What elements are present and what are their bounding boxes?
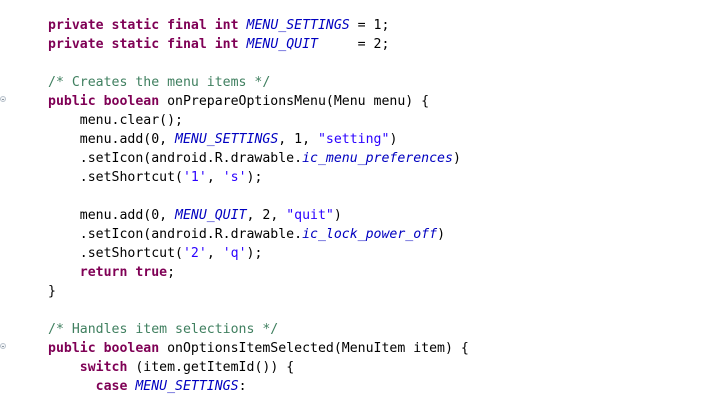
code-token: = 1; (349, 18, 390, 33)
code-line[interactable]: menu.add(0, MENU_QUIT, 2, "quit") (48, 206, 469, 225)
code-line[interactable] (48, 187, 469, 206)
code-token: /* Handles item selections */ (48, 322, 279, 337)
code-token: "quit" (286, 208, 334, 223)
code-line[interactable]: .setShortcut('1', 's'); (48, 168, 469, 187)
code-token: MENU_SETTINGS (135, 379, 239, 394)
code-token: menu.clear(); (48, 113, 183, 128)
code-token: ; (167, 265, 176, 280)
code-token: } (48, 284, 56, 299)
code-line[interactable] (48, 301, 469, 320)
code-line[interactable]: public boolean onOptionsItemSelected(Men… (48, 339, 469, 358)
code-token: public boolean (48, 341, 168, 356)
code-line[interactable]: private static final int MENU_QUIT = 2; (48, 35, 469, 54)
code-token (48, 265, 80, 280)
code-line[interactable] (48, 54, 469, 73)
code-token: 's' (222, 170, 247, 185)
code-area[interactable]: private static final int MENU_SETTINGS =… (48, 16, 469, 396)
code-token: /* Creates the menu items */ (48, 75, 271, 90)
code-token: MENU_QUIT (175, 208, 247, 223)
code-token: , (206, 170, 223, 185)
code-token: ) (389, 132, 398, 147)
code-token: ); (246, 246, 263, 261)
code-token: , (206, 246, 223, 261)
code-token: , 2, (246, 208, 287, 223)
code-token: ) (437, 227, 446, 242)
code-line[interactable]: .setShortcut('2', 'q'); (48, 244, 469, 263)
code-token: return true (79, 265, 168, 280)
code-token: MENU_SETTINGS (175, 132, 279, 147)
code-token: switch (79, 360, 128, 375)
editor-gutter (0, 0, 10, 405)
code-token: .setIcon(android.R.drawable. (48, 151, 303, 166)
code-token: menu.add(0, (48, 208, 176, 223)
code-token: MENU_SETTINGS (246, 18, 350, 33)
code-line[interactable]: menu.add(0, MENU_SETTINGS, 1, "setting") (48, 130, 469, 149)
code-token (48, 360, 80, 375)
code-token: .setShortcut( (48, 246, 183, 261)
code-token (48, 379, 96, 394)
code-line[interactable]: private static final int MENU_SETTINGS =… (48, 16, 469, 35)
code-token: private static final int (48, 18, 247, 33)
code-token: , 1, (278, 132, 318, 147)
code-token: onOptionsItemSelected(MenuItem item) { (167, 341, 469, 356)
code-line[interactable]: } (48, 282, 469, 301)
code-token: ) (452, 151, 461, 166)
code-line[interactable]: return true; (48, 263, 469, 282)
code-token: '1' (182, 170, 207, 185)
code-token: (item.getItemId()) { (127, 360, 295, 375)
code-token: onPrepareOptionsMenu(Menu menu) { (167, 94, 430, 109)
code-line[interactable]: public boolean onPrepareOptionsMenu(Menu… (48, 92, 469, 111)
code-token: = 2; (317, 37, 390, 52)
code-line[interactable]: /* Creates the menu items */ (48, 73, 469, 92)
code-token: .setIcon(android.R.drawable. (48, 227, 303, 242)
fold-toggle-icon[interactable] (0, 343, 6, 349)
code-line[interactable]: .setIcon(android.R.drawable.ic_menu_pref… (48, 149, 469, 168)
code-token: ) (333, 208, 342, 223)
code-token: "setting" (317, 132, 390, 147)
code-token: menu.add(0, (48, 132, 176, 147)
code-line[interactable]: .setIcon(android.R.drawable.ic_lock_powe… (48, 225, 469, 244)
code-token: public boolean (48, 94, 168, 109)
code-token: : (238, 379, 247, 394)
code-line[interactable]: case MENU_SETTINGS: (48, 377, 469, 396)
code-token: ic_lock_power_off (302, 227, 438, 242)
code-token: MENU_QUIT (246, 37, 318, 52)
code-token: .setShortcut( (48, 170, 183, 185)
code-token: ); (246, 170, 263, 185)
code-token: 'q' (222, 246, 247, 261)
code-line[interactable]: switch (item.getItemId()) { (48, 358, 469, 377)
code-token: '2' (182, 246, 207, 261)
code-token: case (95, 379, 136, 394)
code-token: private static final int (48, 37, 247, 52)
code-line[interactable]: /* Handles item selections */ (48, 320, 469, 339)
code-token: ic_menu_preferences (302, 151, 453, 166)
fold-toggle-icon[interactable] (0, 96, 6, 102)
code-line[interactable]: menu.clear(); (48, 111, 469, 130)
